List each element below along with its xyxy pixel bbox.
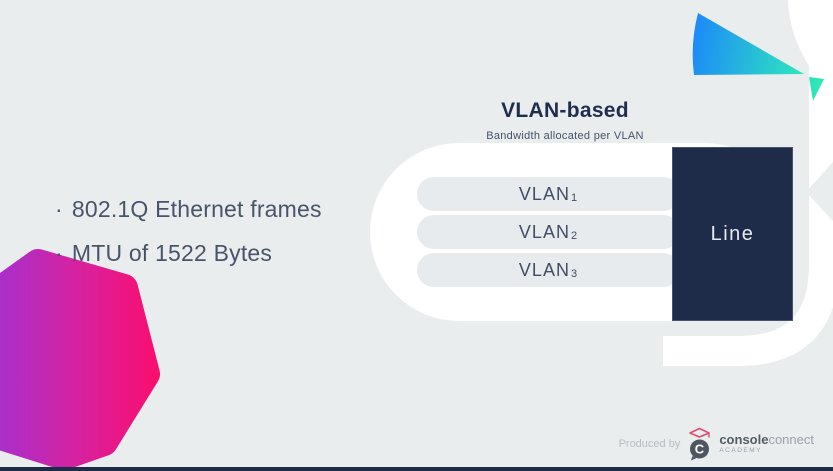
brand-wordmark: consoleconnect ACADEMY <box>719 433 814 454</box>
vlan-subscript: 1 <box>570 191 579 204</box>
corner-wedge-shape <box>788 0 833 96</box>
diagram-heading: VLAN-based Bandwidth allocated per VLAN <box>415 99 715 142</box>
brand-connect: connect <box>768 432 814 448</box>
diagram-title: VLAN-based <box>501 99 629 122</box>
diagram-subtitle: Bandwidth allocated per VLAN <box>486 130 644 142</box>
line-box: Line <box>672 147 793 321</box>
bullet-text: MTU of 1522 Bytes <box>71 240 273 266</box>
brand-academy: ACADEMY <box>719 446 762 454</box>
brand-bubble-icon <box>690 439 710 459</box>
footer-bar <box>0 467 833 471</box>
produced-by-label: Produced by <box>618 438 681 450</box>
vlan-pill-1: VLAN1 <box>417 177 680 211</box>
bullet-dot: · <box>55 196 63 222</box>
bullet-text: 802.1Q Ethernet frames <box>71 196 322 222</box>
brand-console: console <box>719 432 769 448</box>
bullet-item-2: · MTU of 1522 Bytes <box>55 237 322 270</box>
vlan-pill-2: VLAN2 <box>417 215 680 249</box>
brand-letter: C <box>695 442 705 457</box>
bullet-list: · 802.1Q Ethernet frames · MTU of 1522 B… <box>55 193 322 281</box>
graduation-cap-icon <box>689 427 711 438</box>
produced-by-block: Produced by C consoleconnect ACADEMY <box>619 426 814 462</box>
vlan-subscript: 3 <box>570 267 579 280</box>
vlan-pill-label: VLAN3 <box>518 259 579 280</box>
vlan-pill-label: VLAN1 <box>518 183 579 204</box>
vlan-pill-label: VLAN2 <box>518 221 579 242</box>
bullet-item-1: · 802.1Q Ethernet frames <box>55 193 322 226</box>
vlan-subscript: 2 <box>570 229 579 242</box>
vlan-pill-3: VLAN3 <box>417 253 680 287</box>
bullet-dot: · <box>55 240 63 266</box>
academy-logo-icon: C <box>689 427 711 461</box>
pink-hexagon-shape <box>0 249 160 470</box>
chevron-shape <box>806 162 833 221</box>
teal-triangle-shape <box>809 77 824 101</box>
line-label: Line <box>710 222 755 245</box>
white-ring-shape <box>663 14 833 366</box>
teal-sail-shape <box>692 13 804 75</box>
